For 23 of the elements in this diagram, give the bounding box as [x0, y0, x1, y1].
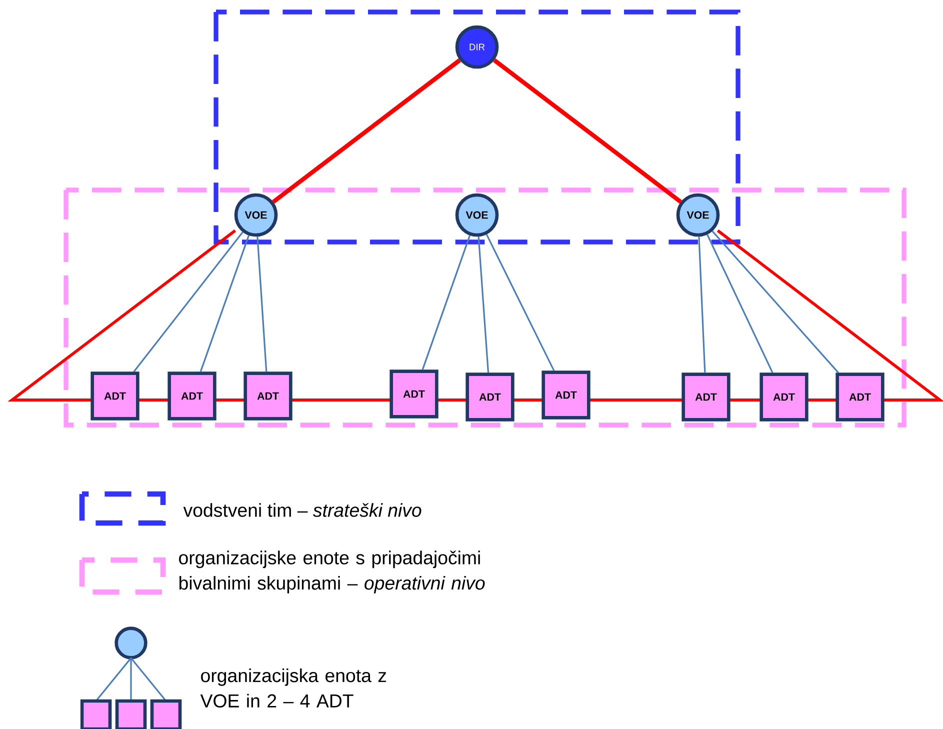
edge-line	[706, 234, 774, 374]
group-square: ADT	[168, 372, 216, 420]
edge-line	[133, 232, 244, 372]
group-square: ADT	[760, 372, 808, 422]
edge-line	[272, 58, 462, 204]
legend-text: vodstveni tim – strateški nivo	[183, 503, 422, 517]
edge-line	[256, 236, 268, 372]
edge-line	[712, 230, 839, 374]
group-square: ADT	[244, 372, 292, 420]
group-square: ADT	[390, 370, 438, 418]
edge-line	[200, 235, 250, 372]
edge-line	[486, 234, 555, 372]
legend-text: organizacijska enota z VOE in 2 – 4 ADT	[200, 668, 386, 708]
edge-line	[698, 236, 706, 373]
edge-line	[478, 236, 490, 373]
group-square: ADT	[542, 370, 590, 420]
edge-line	[422, 235, 471, 370]
group-square: ADT	[466, 372, 514, 422]
group-square: ADT	[836, 372, 884, 422]
group-square: ADT	[682, 372, 730, 422]
legend-text: organizacijske enote s pripadajočimi bivalnimi skupinami – operativni nivo	[179, 550, 485, 594]
edge-line	[492, 58, 682, 204]
group-square: ADT	[90, 372, 140, 420]
